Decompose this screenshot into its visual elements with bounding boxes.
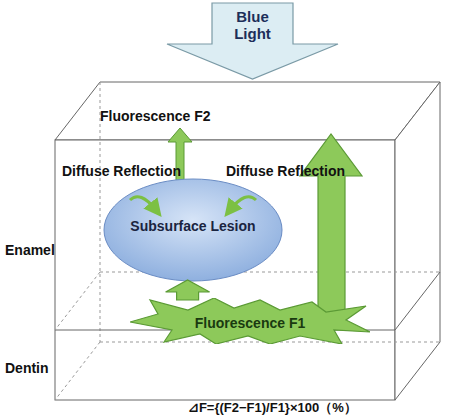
hidden-interface [55,272,100,330]
node-text: Fluorescence F1 [135,315,365,332]
reflection-label: Diffuse Reflection [226,163,345,180]
block-arrow-outline [167,3,338,79]
ellipse-outline [104,179,282,281]
light-arrow: Blue Light [165,2,340,80]
fluorescence-burst: Fluorescence F1 [130,298,370,344]
side-face [395,82,440,400]
top-face [55,82,440,140]
node-text: Blue Light [222,8,284,42]
lesion-ellipse: Subsurface Lesion [103,178,283,282]
fluorescence-connector [166,280,210,300]
hidden-edge [55,342,100,400]
formula: ⊿F={(F2−F1)/F1}×100（%） [188,399,357,416]
fluorescence-label: Fluorescence F2 [100,108,211,125]
text-group: Fluorescence F1 [135,315,365,332]
burst-outline [130,298,370,344]
node-text: Subsurface Lesion [108,218,278,235]
text-group: Blue Light [222,8,284,42]
layer-label: Dentin [5,360,49,377]
reflection-arrow [230,197,256,210]
reflection-arrow [130,197,156,210]
text-group: Subsurface Lesion [108,218,278,235]
dentin-interface [395,272,440,330]
fluorescence-arrow [300,134,362,322]
reflection-label: Diffuse Reflection [62,163,181,180]
layer-label: Enamel [5,242,55,259]
